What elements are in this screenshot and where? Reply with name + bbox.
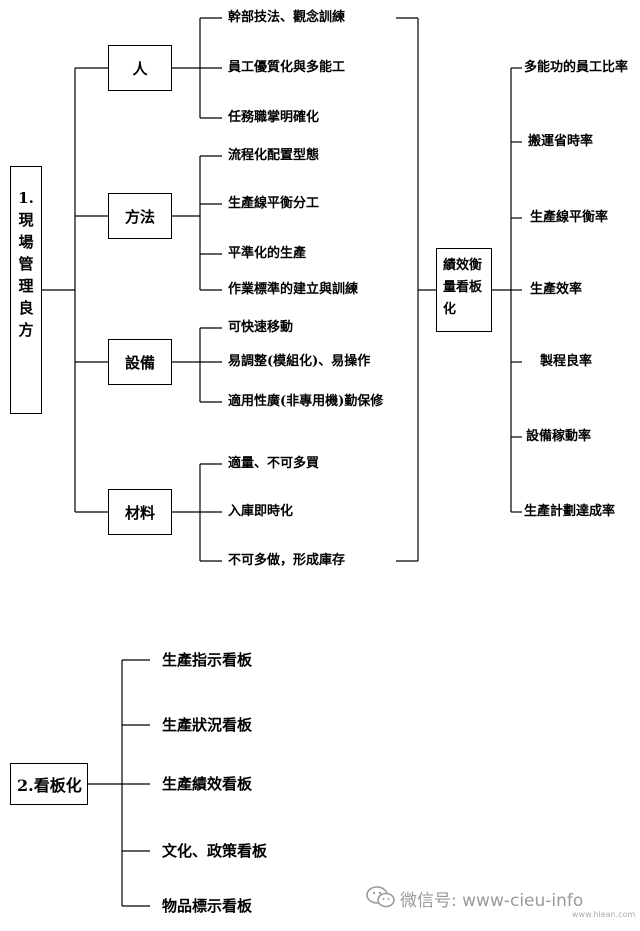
metric-item: 製程良率	[540, 354, 593, 369]
watermark-small-text: www.hlean.com	[572, 910, 636, 919]
leaf-item: 入庫即時化	[228, 504, 294, 519]
leaf-item: 幹部技法、觀念訓練	[228, 10, 346, 25]
metric-item: 生產效率	[530, 282, 583, 297]
category-label: 設備	[124, 353, 155, 372]
hub-text: 績效衡量看板化	[443, 258, 483, 317]
kanban-item: 文化、政策看板	[162, 842, 268, 860]
leaf-item: 適用性廣(非專用機)勤保修	[228, 394, 384, 409]
category-box-method: 方法	[108, 193, 172, 239]
metric-item: 生產線平衡率	[530, 210, 609, 225]
metric-item: 搬運省時率	[528, 134, 594, 149]
leaf-item: 作業標準的建立與訓練	[228, 282, 359, 297]
leaf-item: 任務職掌明確化	[228, 110, 320, 125]
leaf-item: 員工優質化與多能工	[228, 60, 346, 75]
category-box-equipment: 設備	[108, 339, 172, 385]
watermark-text: 微信号: www-cieu-info	[400, 891, 584, 911]
leaf-item: 生產線平衡分工	[228, 196, 320, 211]
kanban-item: 生產狀況看板	[162, 716, 253, 734]
leaf-item: 易調整(模組化)、易操作	[228, 354, 371, 369]
leaf-item: 可快速移動	[228, 320, 294, 335]
category-label: 材料	[124, 503, 155, 522]
category-box-people: 人	[108, 45, 172, 91]
metric-item: 生產計劃達成率	[524, 504, 616, 519]
leaf-item: 平準化的生產	[228, 246, 307, 261]
kanban-root-text: 2.看板化	[17, 776, 82, 795]
kanban-item: 物品標示看板	[162, 897, 253, 915]
category-box-material: 材料	[108, 489, 172, 535]
metric-item: 設備稼動率	[526, 429, 592, 444]
kanban-item: 生產績效看板	[162, 775, 253, 793]
hub-box: 績效衡量看板化	[436, 248, 492, 332]
category-label: 方法	[124, 207, 155, 226]
category-label: 人	[132, 59, 148, 78]
root-text: 1.現場管理良方	[18, 189, 34, 339]
leaf-item: 適量、不可多買	[228, 456, 320, 471]
leaf-item: 不可多做，形成庫存	[228, 553, 346, 568]
kanban-item: 生產指示看板	[162, 651, 253, 669]
metric-item: 多能功的員工比率	[524, 60, 629, 75]
leaf-item: 流程化配置型態	[228, 148, 320, 163]
wechat-icon	[366, 886, 395, 908]
kanban-root-box: 2.看板化	[10, 763, 88, 805]
root-box: 1.現場管理良方	[10, 166, 42, 414]
